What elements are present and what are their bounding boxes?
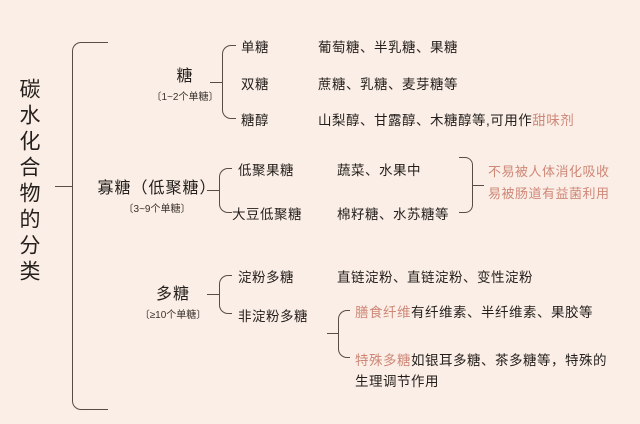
detail-disaccharide: 蔗糖、乳糖、麦芽糖等 — [318, 77, 458, 92]
node-starch-polysaccharide: 淀粉多糖 — [238, 270, 294, 285]
detail-sugar-alcohol-plain: 山梨醇、甘露醇、木糖醇等,可用作 — [318, 113, 533, 128]
main-bracket-stem — [55, 186, 73, 187]
detail-fructo-oligosaccharide: 蔬菜、水果中 — [337, 163, 421, 178]
oligosaccharide-note-stem — [473, 185, 484, 186]
non-starch-bracket-stem — [327, 333, 339, 334]
oligosaccharide-note: 不易被人体消化吸收 易被肠道有益菌利用 — [488, 161, 610, 205]
sugar-bracket-stem — [210, 82, 223, 83]
detail-soy-oligosaccharide: 棉籽糖、水苏糖等 — [337, 207, 449, 222]
node-sugar-alcohol: 糖醇 — [241, 113, 269, 128]
group-label-oligosaccharide: 寡糖（低聚糖） 〔3~9个单糖〕 — [92, 174, 222, 215]
polysaccharide-bracket-stem — [207, 294, 220, 295]
detail-monosaccharide: 葡萄糖、半乳糖、果糖 — [318, 40, 458, 55]
detail-sugar-alcohol: 山梨醇、甘露醇、木糖醇等,可用作甜味剂 — [318, 109, 574, 129]
detail-special-polysaccharide-plain: 如银耳多糖、茶多糖等，特殊的生理调节作用 — [355, 353, 607, 389]
detail-dietary-fiber: 膳食纤维有纤维素、半纤维素、果胶等 — [355, 301, 593, 321]
group-sub: 〔≥10个单糖〕 — [139, 310, 207, 321]
oligosaccharide-note-line-2: 易被肠道有益菌利用 — [488, 186, 610, 201]
polysaccharide-bracket — [219, 275, 232, 314]
detail-starch-polysaccharide: 直链淀粉、直链淀粉、变性淀粉 — [337, 270, 533, 285]
group-sub: 〔1~2个单糖〕 — [151, 92, 219, 103]
oligosaccharide-note-line-1: 不易被人体消化吸收 — [488, 164, 610, 179]
group-sub: 〔3~9个单糖〕 — [123, 204, 191, 215]
node-soy-oligosaccharide: 大豆低聚糖 — [232, 207, 302, 222]
node-monosaccharide: 单糖 — [241, 40, 269, 55]
node-fructo-oligosaccharide: 低聚果糖 — [238, 163, 294, 178]
oligosaccharide-bracket — [219, 168, 232, 213]
sugar-bracket — [222, 45, 236, 119]
oligosaccharide-bracket-stem — [207, 190, 220, 191]
oligosaccharide-note-bracket — [459, 157, 473, 213]
node-disaccharide: 双糖 — [241, 77, 269, 92]
detail-dietary-fiber-accent: 膳食纤维 — [355, 305, 411, 320]
detail-special-polysaccharide-accent: 特殊多糖 — [355, 353, 411, 368]
group-name: 寡糖（低聚糖） — [97, 180, 217, 197]
main-bracket — [72, 42, 108, 410]
detail-special-polysaccharide: 特殊多糖如银耳多糖、茶多糖等，特殊的生理调节作用 — [355, 350, 617, 392]
group-label-sugar: 糖 〔1~2个单糖〕 — [130, 62, 240, 103]
non-starch-bracket — [338, 310, 350, 358]
group-label-polysaccharide: 多糖 〔≥10个单糖〕 — [118, 280, 228, 321]
detail-sugar-alcohol-accent: 甜味剂 — [532, 113, 575, 128]
node-non-starch-polysaccharide: 非淀粉多糖 — [238, 309, 308, 324]
detail-dietary-fiber-plain: 有纤维素、半纤维素、果胶等 — [411, 305, 593, 320]
group-name: 糖 — [176, 68, 194, 85]
group-name: 多糖 — [155, 286, 190, 303]
root-title: 碳水化合物的分类 — [17, 78, 40, 286]
